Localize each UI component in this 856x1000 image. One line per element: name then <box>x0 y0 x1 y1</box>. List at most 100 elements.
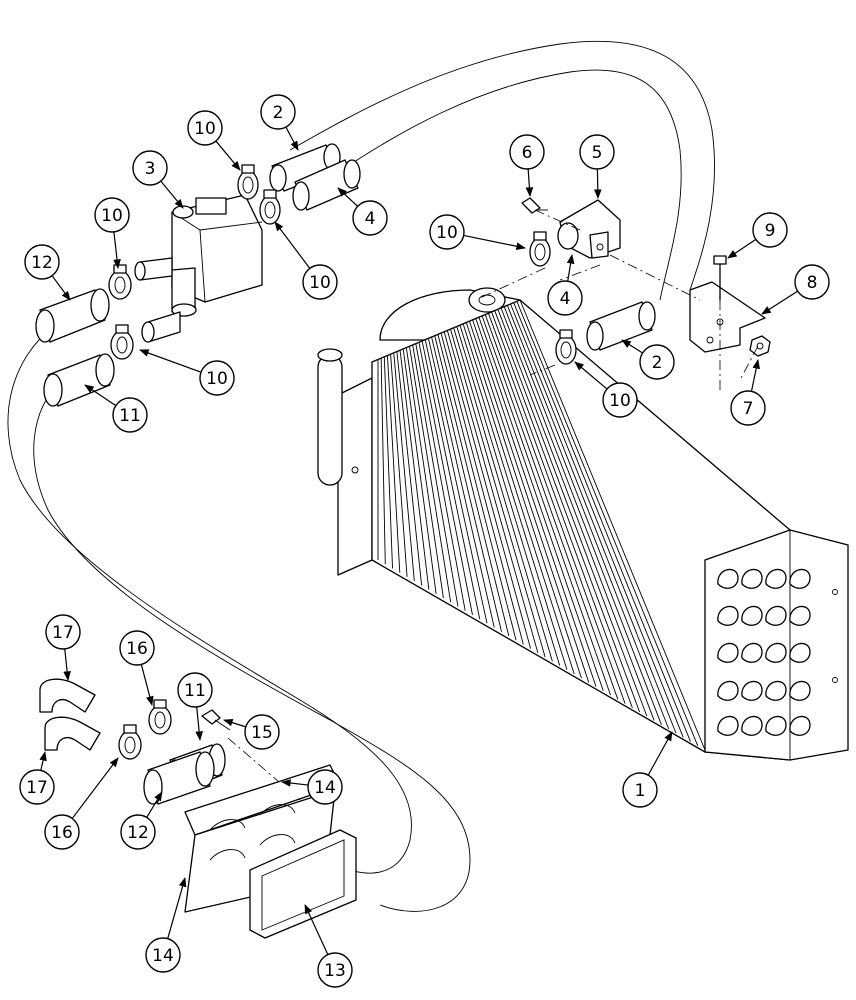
core-fin <box>424 339 488 624</box>
core-fin <box>412 345 459 607</box>
callout-c11a: 11 <box>84 384 148 433</box>
core-fin <box>405 347 444 599</box>
core-fin <box>453 327 553 662</box>
callout-c14b: 14 <box>145 877 187 973</box>
callout-c17b: 17 <box>19 751 55 805</box>
callout-leader <box>140 664 154 706</box>
callout-c6: 6 <box>509 134 545 197</box>
callout-circle <box>199 360 235 396</box>
callout-c10c: 10 <box>274 221 338 300</box>
callout-label: 6 <box>522 143 533 163</box>
callout-c4a: 4 <box>337 187 388 236</box>
callout-circle <box>132 150 168 186</box>
callout-label: 9 <box>765 221 776 241</box>
coil-tube-end <box>789 680 811 701</box>
callout-c17a: 17 <box>45 614 81 681</box>
callout-leader <box>574 361 608 390</box>
callout-c1: 1 <box>622 731 673 808</box>
core-fin <box>440 333 524 645</box>
callout-label: 3 <box>145 159 156 179</box>
callout-label: 11 <box>184 681 206 701</box>
callout-label: 15 <box>251 723 273 743</box>
core-fin <box>431 337 502 632</box>
callout-leader <box>750 359 760 392</box>
coil-tube-end <box>717 605 739 626</box>
alignment-lines <box>227 209 759 801</box>
core-fin <box>488 313 633 708</box>
callout-circle <box>260 94 296 130</box>
coil-tube-end <box>717 568 739 589</box>
core-fin <box>434 335 510 637</box>
coil-tube-end <box>741 605 763 626</box>
coil-tube-end <box>765 642 787 663</box>
callout-leader <box>215 140 241 171</box>
callout-leader <box>113 231 121 269</box>
callout-label: 10 <box>101 206 123 226</box>
core-fin <box>396 351 423 586</box>
coil-tube-end <box>717 680 739 701</box>
callout-label: 17 <box>52 623 74 643</box>
control-valve <box>134 194 263 343</box>
bolt-6 <box>521 197 548 214</box>
callout-label: 12 <box>31 253 53 273</box>
callout-leader <box>146 791 163 818</box>
callout-label: 8 <box>807 273 818 293</box>
coil-tube-end <box>765 605 787 626</box>
callout-leader <box>337 187 359 207</box>
core-fin <box>446 330 539 654</box>
core-fin <box>510 303 684 738</box>
callout-leader <box>566 254 575 282</box>
core-fin <box>421 341 481 620</box>
callout-c12b: 12 <box>120 791 163 850</box>
callout-label: 10 <box>436 223 458 243</box>
callout-label: 13 <box>324 961 346 981</box>
coil-tube-end <box>741 680 763 701</box>
callout-circle <box>44 814 80 850</box>
callout-leader <box>223 718 246 728</box>
callout-leader <box>51 275 71 301</box>
heater-core <box>317 287 849 761</box>
coil-tube-end <box>741 642 763 663</box>
callout-circle <box>352 200 388 236</box>
core-fin <box>437 334 517 641</box>
core-fin <box>402 349 437 594</box>
callout-circle <box>429 214 465 250</box>
callout-leader <box>63 648 71 681</box>
core-fin <box>443 331 532 649</box>
callout-circle <box>794 264 830 300</box>
callout-leader <box>727 238 757 259</box>
callout-circle <box>547 280 583 316</box>
callout-circle <box>145 937 181 973</box>
callout-leader <box>274 221 311 269</box>
screw-15 <box>201 709 231 731</box>
callout-circle <box>187 110 223 146</box>
core-fin <box>503 306 670 730</box>
callout-leader <box>167 877 187 939</box>
callout-circle <box>622 772 658 808</box>
callout-label: 14 <box>314 778 336 798</box>
callout-c13: 13 <box>304 904 353 988</box>
callout-label: 10 <box>206 369 228 389</box>
callout-c15: 15 <box>223 714 280 750</box>
callout-leader <box>39 751 47 771</box>
core-fin <box>399 350 430 590</box>
core-fin <box>456 326 561 666</box>
core-fin <box>516 301 699 746</box>
callout-c10b: 10 <box>94 197 130 269</box>
callout-circle <box>112 397 148 433</box>
callout-leader <box>463 234 526 251</box>
core-fin <box>484 314 626 704</box>
coil-tube-end <box>789 568 811 589</box>
elbow-fittings <box>39 678 101 751</box>
callout-circle <box>317 952 353 988</box>
callout-leader <box>160 180 184 209</box>
outlet-fitting <box>557 199 621 259</box>
callout-circle <box>24 244 60 280</box>
callout-c2a: 2 <box>260 94 299 151</box>
hose-clamps <box>108 164 577 760</box>
callout-circle <box>94 197 130 233</box>
core-fin <box>475 318 604 692</box>
callout-c8: 8 <box>761 264 830 315</box>
callout-circle <box>19 769 55 805</box>
callout-label: 2 <box>652 353 663 373</box>
